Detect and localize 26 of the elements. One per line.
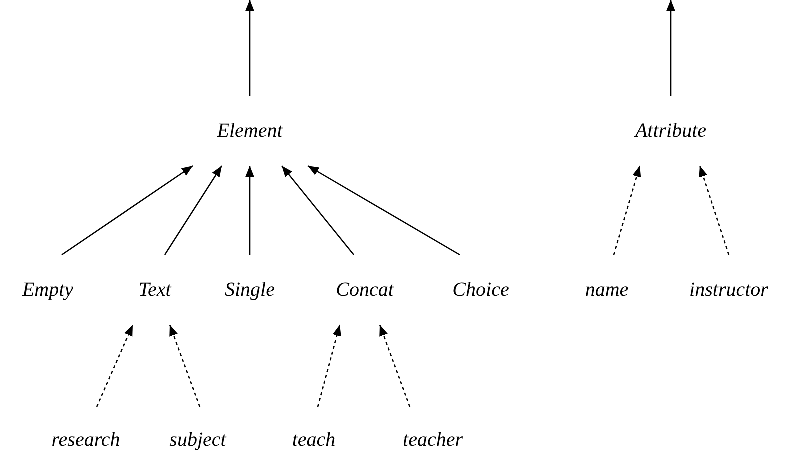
node-label: Attribute	[635, 120, 707, 142]
node-label: subject	[170, 429, 226, 451]
arrow	[246, 166, 254, 255]
node-label: Element	[217, 120, 283, 142]
arrow	[169, 324, 201, 408]
arrow	[282, 166, 354, 256]
arrow	[613, 166, 642, 256]
arrow	[164, 166, 223, 256]
arrow	[379, 324, 411, 408]
node-label: Text	[138, 279, 172, 301]
node-label: Single	[225, 279, 275, 301]
arrow	[317, 324, 342, 408]
arrow	[308, 165, 460, 256]
node-label: name	[585, 279, 629, 301]
node-label: research	[52, 429, 120, 451]
arrow	[96, 324, 134, 408]
arrow	[246, 0, 254, 96]
node-label: instructor	[690, 279, 768, 301]
node-label: Empty	[22, 279, 74, 301]
node-label: Concat	[336, 279, 394, 301]
node-label: teacher	[403, 429, 463, 451]
node-label: teach	[292, 429, 336, 451]
arrow	[62, 165, 194, 256]
arrow	[699, 166, 730, 256]
arrow	[666, 0, 676, 96]
node-label: Choice	[452, 279, 510, 301]
